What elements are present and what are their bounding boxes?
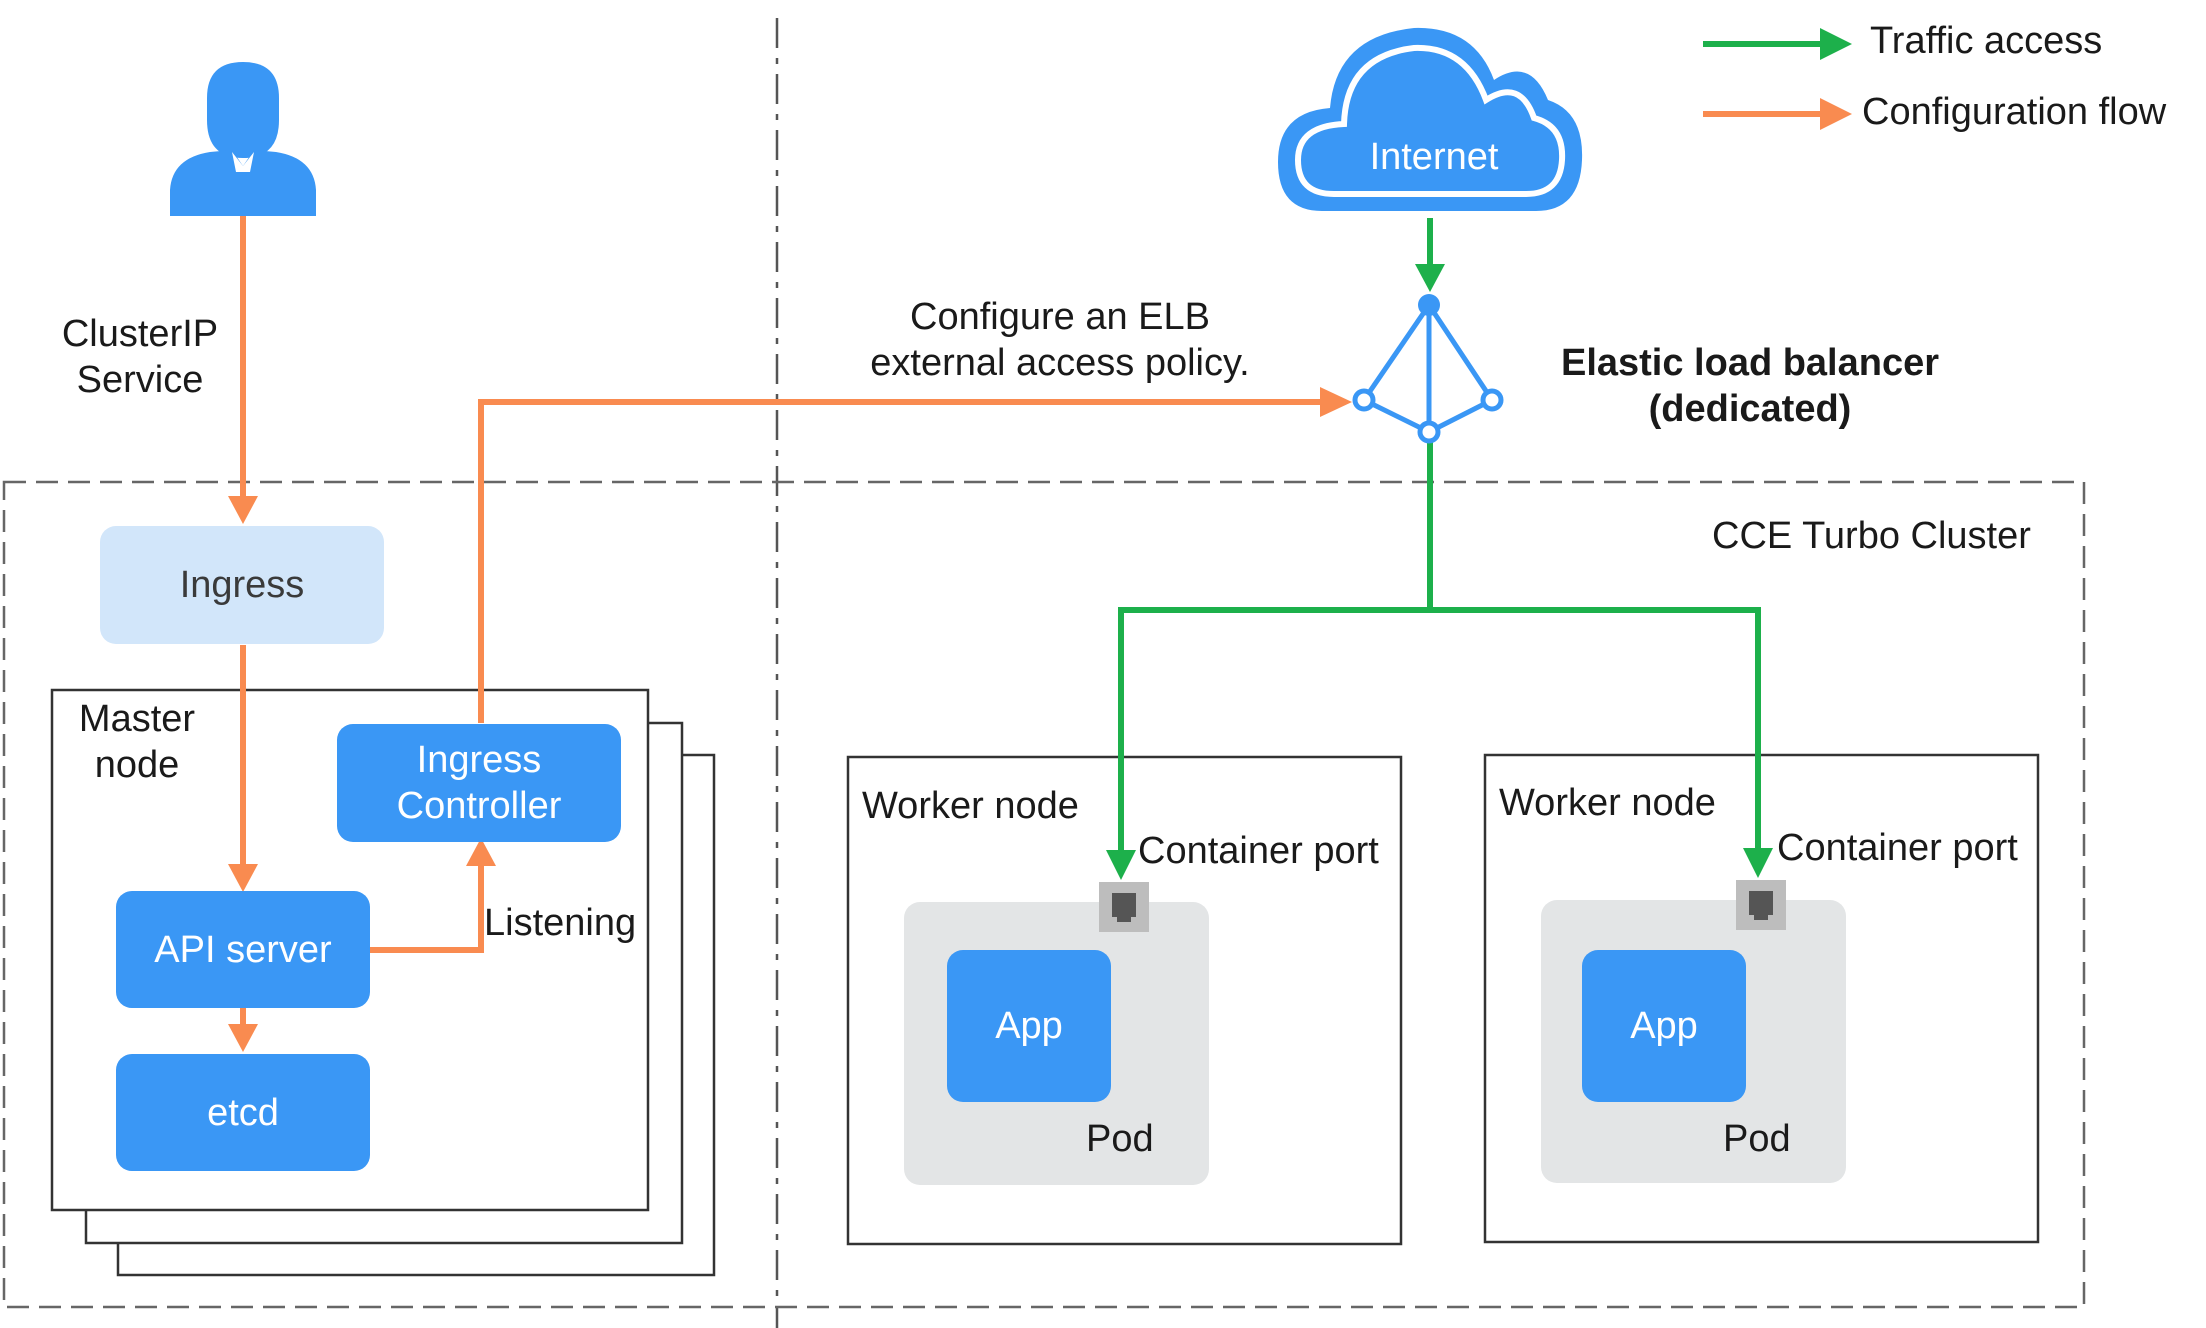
clusterip-service-label: ClusterIP Service bbox=[61, 313, 219, 401]
legend-traffic-label: Traffic access bbox=[1870, 20, 2103, 62]
ingress-box: Ingress bbox=[100, 526, 384, 644]
traffic-flow-lines bbox=[1118, 218, 1761, 852]
internet-label: Internet bbox=[1369, 136, 1499, 178]
config-flow-arrowheads bbox=[228, 387, 1352, 1052]
elb-label: Elastic load balancer (dedicated) bbox=[1560, 342, 1940, 430]
legend-config-arrow bbox=[1703, 98, 1852, 130]
ingress-controller-box: Ingress Controller bbox=[337, 724, 621, 842]
internet-cloud-icon bbox=[1278, 27, 1583, 211]
legend-traffic-arrow bbox=[1703, 28, 1852, 60]
listening-label: Listening bbox=[484, 902, 637, 944]
legend-config-label: Configuration flow bbox=[1862, 91, 2167, 133]
api-server-box: API server bbox=[116, 891, 370, 1008]
container-port-label: Container port bbox=[1777, 827, 2018, 869]
elb-policy-label: Configure an ELB external access policy. bbox=[870, 296, 1250, 384]
etcd-box: etcd bbox=[116, 1054, 370, 1171]
master-node-label: Master node bbox=[78, 698, 196, 786]
app-box: App bbox=[1582, 950, 1746, 1102]
container-port-icon bbox=[1099, 882, 1149, 932]
cluster-label: CCE Turbo Cluster bbox=[1712, 515, 2031, 557]
pod-label: Pod bbox=[1086, 1118, 1154, 1160]
worker-node-label: Worker node bbox=[862, 785, 1079, 827]
container-port-label: Container port bbox=[1138, 830, 1379, 872]
cluster-boundary bbox=[2, 480, 2086, 1309]
pod-label: Pod bbox=[1723, 1118, 1791, 1160]
container-port-icon bbox=[1736, 880, 1786, 930]
load-balancer-icon bbox=[1352, 294, 1504, 444]
config-flow-lines bbox=[240, 215, 1322, 1030]
worker-node-label: Worker node bbox=[1499, 782, 1716, 824]
user-icon bbox=[170, 62, 316, 216]
app-box: App bbox=[947, 950, 1111, 1102]
traffic-flow-arrowheads bbox=[1106, 264, 1773, 880]
